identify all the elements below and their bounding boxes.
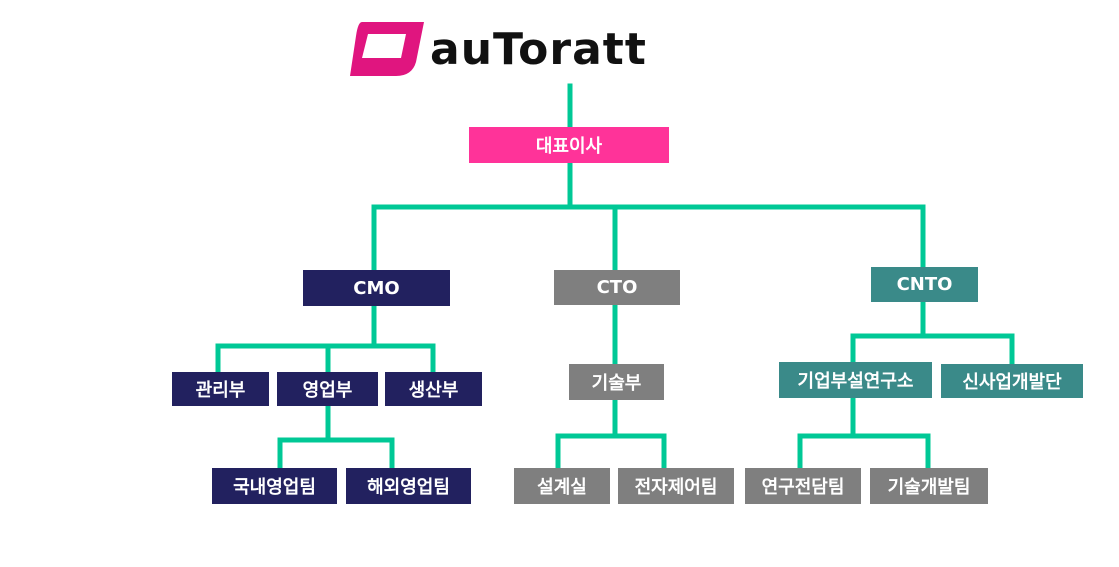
node-domestic-sales: 국내영업팀 bbox=[212, 468, 337, 504]
node-electronic-control: 전자제어팀 bbox=[618, 468, 734, 504]
node-cto: CTO bbox=[554, 270, 680, 305]
autoratt-logo: auToratt bbox=[346, 18, 726, 80]
node-technology: 기술부 bbox=[569, 364, 664, 400]
node-design: 설계실 bbox=[514, 468, 610, 504]
node-cmo: CMO bbox=[303, 270, 450, 306]
logo-wordmark: auToratt bbox=[430, 24, 647, 75]
node-research-team: 연구전담팀 bbox=[745, 468, 861, 504]
node-tech-dev-team: 기술개발팀 bbox=[870, 468, 988, 504]
node-management: 관리부 bbox=[172, 372, 269, 406]
logo-mark-icon bbox=[350, 22, 424, 76]
node-new-business: 신사업개발단 bbox=[941, 364, 1083, 398]
node-production: 생산부 bbox=[385, 372, 482, 406]
node-cnto: CNTO bbox=[871, 267, 978, 302]
node-overseas-sales: 해외영업팀 bbox=[346, 468, 471, 504]
node-research-institute: 기업부설연구소 bbox=[779, 362, 932, 398]
node-ceo: 대표이사 bbox=[469, 127, 669, 163]
node-sales: 영업부 bbox=[277, 372, 378, 406]
